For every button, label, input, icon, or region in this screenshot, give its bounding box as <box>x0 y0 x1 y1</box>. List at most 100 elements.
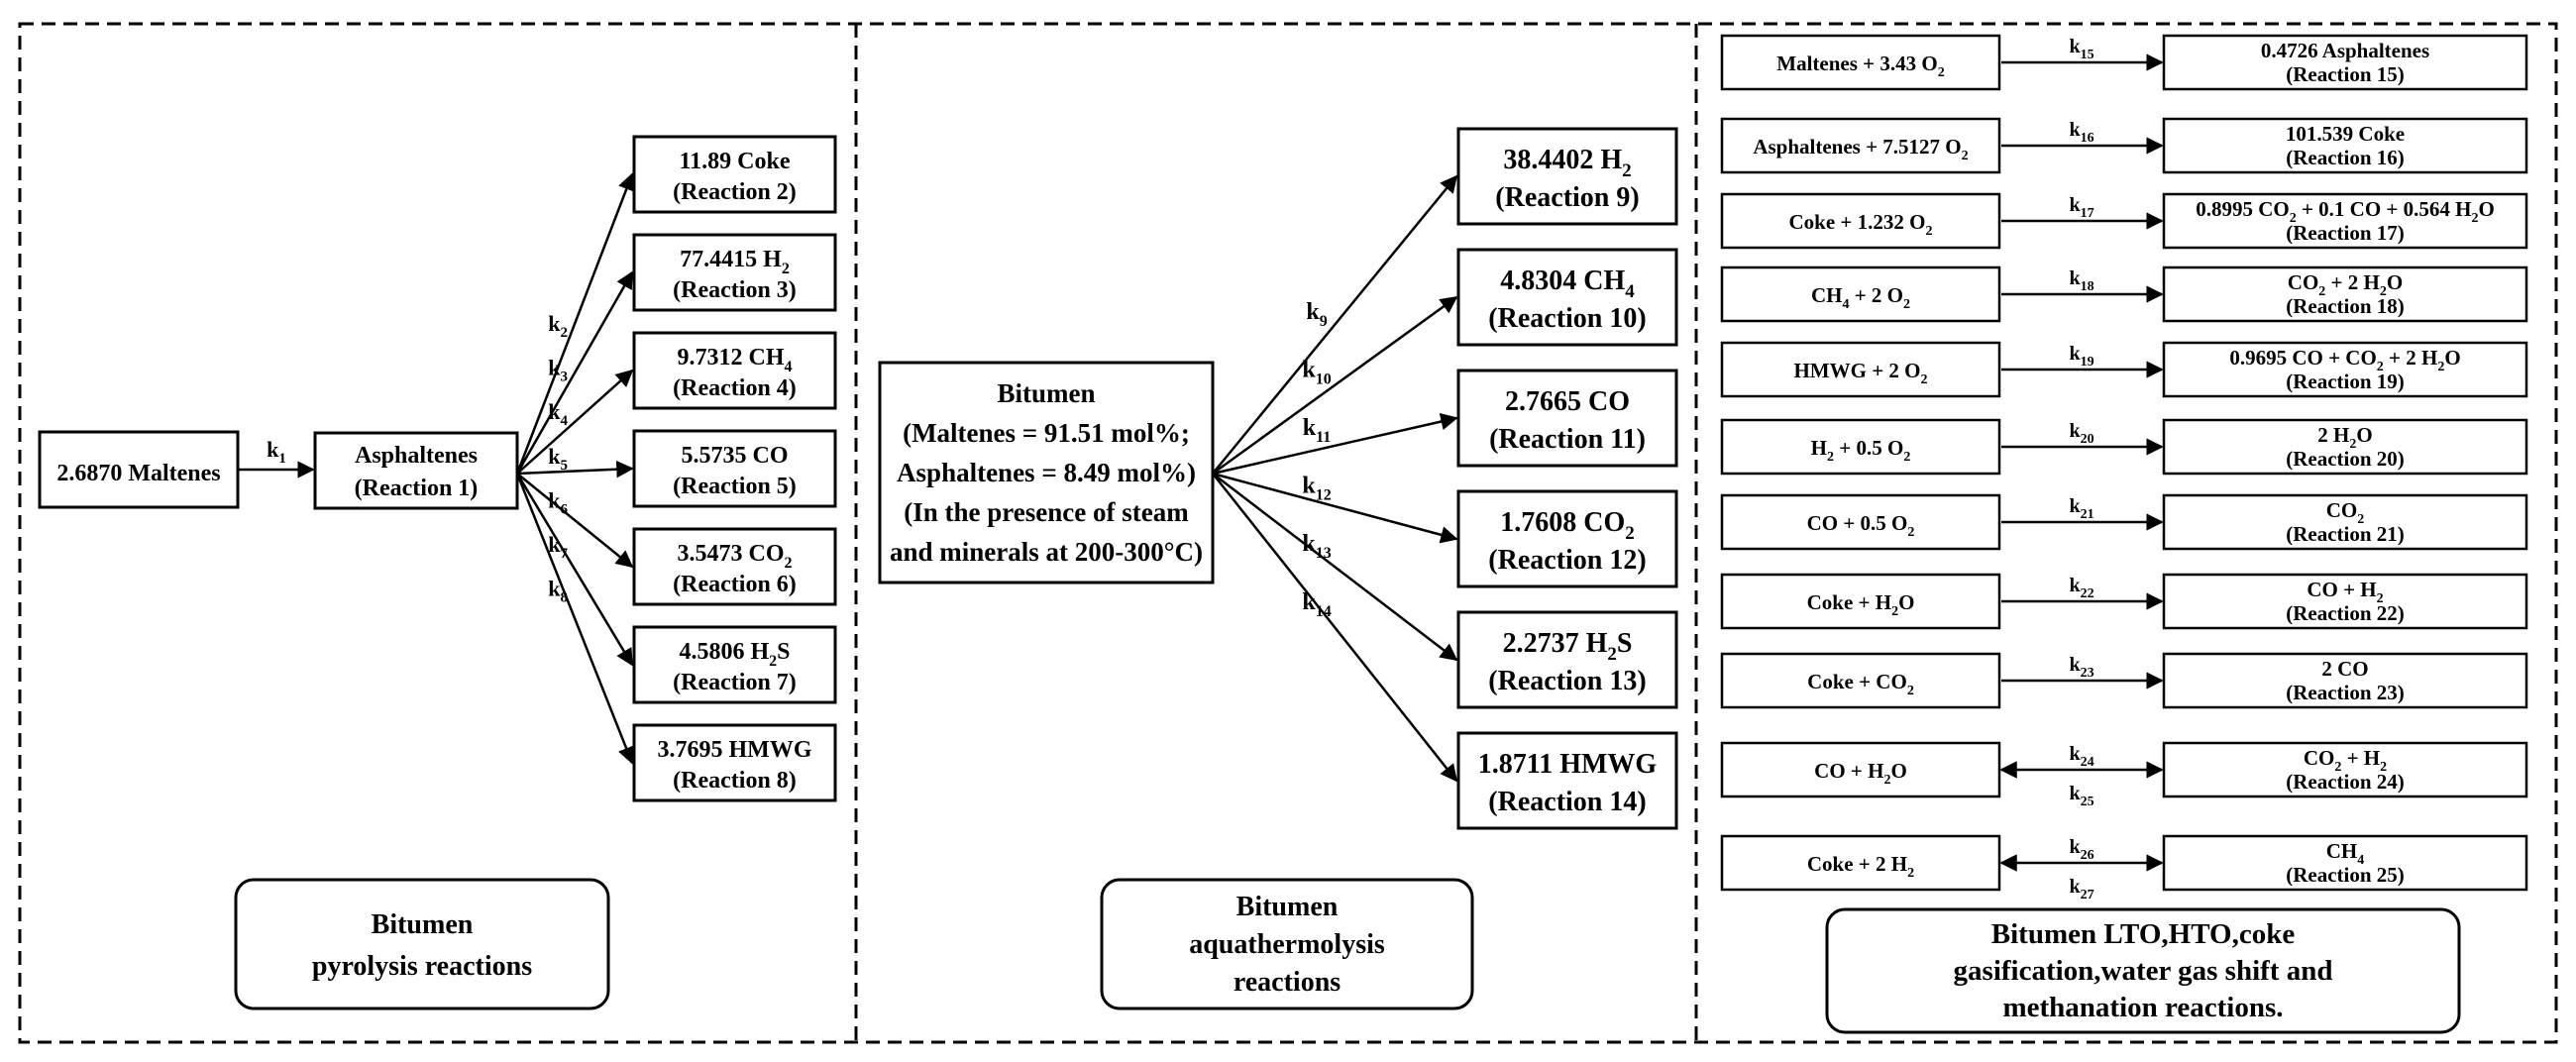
pyrolysis-product-formula-3: 77.4415 H2 <box>680 247 790 277</box>
pyrolysis-product-formula-2: 11.89 Coke <box>679 149 790 174</box>
oxidation-reactant-box-18 <box>1720 266 2001 323</box>
rate-constant-k13: k13 <box>1302 531 1331 562</box>
pyrolysis-product-formula-7: 4.5806 H2S <box>679 639 790 670</box>
arrow-asphaltenes-to-product-5 <box>516 460 634 478</box>
aquathermolysis-product-formula-12: 1.7608 CO2 <box>1500 507 1635 544</box>
oxidation-product-box-17 <box>2162 192 2528 250</box>
aquathermolysis-reaction-label-13: (Reaction 13) <box>1488 666 1646 696</box>
aquathermolysis-reaction-label-11: (Reaction 11) <box>1489 424 1646 455</box>
pyrolysis-reaction-label-7: (Reaction 7) <box>673 670 797 695</box>
oxidation-reactant-box-15 <box>1720 34 2001 91</box>
aquathermolysis-product-formula-14: 1.8711 HMWG <box>1478 749 1658 780</box>
rate-constant-k3: k3 <box>548 356 568 385</box>
oxidation-product-box-16 <box>2162 117 2528 174</box>
bitumen-reactant-line-5: and minerals at 200-300°C) <box>890 537 1203 567</box>
oxidation-reactant-box-16 <box>1720 117 2001 174</box>
arrow-asphaltenes-to-product-4 <box>516 369 634 475</box>
pyrolysis-product-formula-4: 9.7312 CH4 <box>678 345 793 375</box>
oxidation-product-label-23: 2 CO <box>2321 657 2368 681</box>
rate-constant-k14: k14 <box>1302 589 1331 620</box>
oxidation-caption-box <box>1825 907 2461 1034</box>
oxidation-reaction-label-19: (Reaction 19) <box>2286 370 2405 393</box>
arrow-bitumen-to-product-10 <box>1212 295 1458 476</box>
arrow-bitumen-to-product-14 <box>1212 473 1458 783</box>
aquathermolysis-caption-line-1: Bitumen <box>1236 892 1339 922</box>
pyrolysis-reaction-label-5: (Reaction 5) <box>673 474 797 499</box>
oxidation-reactant-label-24: CO + H2O <box>1814 759 1907 788</box>
pyrolysis-product-box-3 <box>632 233 837 312</box>
oxidation-reaction-label-22: (Reaction 22) <box>2286 601 2405 625</box>
oxidation-product-box-22 <box>2162 573 2528 630</box>
pyrolysis-product-box-4 <box>632 331 837 410</box>
aquathermolysis-reaction-label-12: (Reaction 12) <box>1488 545 1646 576</box>
oxidation-product-label-25: CH4 <box>2326 839 2365 868</box>
oxidation-product-box-15 <box>2162 34 2528 91</box>
oxidation-product-box-19 <box>2162 341 2528 398</box>
aquathermolysis-product-box-12 <box>1456 489 1678 588</box>
rate-constant-k25: k25 <box>2069 783 2093 809</box>
oxidation-reactant-label-21: CO + 0.5 O2 <box>1807 511 1915 540</box>
rate-constant-k10: k10 <box>1302 358 1331 388</box>
rate-constant-k15: k15 <box>2069 36 2093 62</box>
oxidation-reactant-box-20 <box>1720 418 2001 476</box>
oxidation-reactant-label-22: Coke + H2O <box>1807 590 1915 619</box>
rate-constant-k16: k16 <box>2069 119 2093 146</box>
aquathermolysis-caption-line-2: aquathermolysis <box>1189 929 1385 960</box>
rate-constant-k27: k27 <box>2069 876 2093 903</box>
arrow-bitumen-to-product-13 <box>1212 473 1458 662</box>
oxidation-reaction-label-25: (Reaction 25) <box>2286 863 2405 887</box>
rate-constant-k1: k1 <box>267 437 286 467</box>
oxidation-reactant-box-19 <box>1720 341 2001 398</box>
oxidation-reactant-label-19: HMWG + 2 O2 <box>1793 359 1927 387</box>
arrow-bitumen-to-product-9 <box>1212 174 1458 475</box>
pyrolysis-reaction-label-2: (Reaction 2) <box>673 179 797 205</box>
pyrolysis-product-formula-5: 5.5735 CO <box>682 443 789 469</box>
rate-constant-k2: k2 <box>548 311 568 341</box>
oxidation-caption-line-1: Bitumen LTO,HTO,coke <box>1991 918 2296 950</box>
rate-constant-k7: k7 <box>548 532 568 562</box>
oxidation-product-label-21: CO2 <box>2326 498 2365 527</box>
oxidation-product-label-20: 2 H2O <box>2317 423 2372 452</box>
aquathermolysis-caption-box <box>1100 878 1474 1010</box>
rate-constant-k23: k23 <box>2069 654 2093 681</box>
rate-constant-k20: k20 <box>2069 420 2093 447</box>
rate-constant-k12: k12 <box>1302 474 1331 504</box>
oxidation-reaction-label-23: (Reaction 23) <box>2286 681 2405 704</box>
bitumen-reactant-line-2: (Maltenes = 91.51 mol%; <box>903 418 1190 448</box>
outer-dashed-frame <box>18 22 2558 1044</box>
aquathermolysis-reaction-label-9: (Reaction 9) <box>1495 182 1639 213</box>
oxidation-reaction-label-20: (Reaction 20) <box>2286 447 2405 471</box>
aquathermolysis-product-formula-9: 38.4402 H2 <box>1503 145 1631 181</box>
bitumen-reactant-line-3: Asphaltenes = 8.49 mol%) <box>897 458 1196 487</box>
rate-constant-k22: k22 <box>2069 575 2093 601</box>
bitumen-reactant-box <box>878 361 1215 584</box>
arrow-asphaltenes-to-product-7 <box>515 473 634 667</box>
oxidation-product-box-20 <box>2162 418 2528 476</box>
oxidation-reactant-label-25: Coke + 2 H2 <box>1807 852 1914 881</box>
rate-constant-k4: k4 <box>548 399 568 429</box>
arrow-bitumen-to-product-12 <box>1212 472 1458 544</box>
aquathermolysis-product-formula-11: 2.7665 CO <box>1505 386 1630 417</box>
oxidation-reactant-label-17: Coke + 1.232 O2 <box>1789 210 1933 239</box>
rate-constant-k6: k6 <box>548 487 568 517</box>
rate-constant-k8: k8 <box>548 576 568 605</box>
oxidation-reactant-label-20: H2 + 0.5 O2 <box>1811 436 1911 465</box>
oxidation-reactant-box-21 <box>1720 493 2001 551</box>
rate-constant-k19: k19 <box>2069 343 2093 370</box>
bitumen-reactant-line-1: Bitumen <box>997 378 1095 408</box>
aquathermolysis-product-formula-13: 2.2737 H2S <box>1503 628 1633 665</box>
oxidation-reactant-label-15: Maltenes + 3.43 O2 <box>1776 52 1944 80</box>
arrow-asphaltenes-to-product-3 <box>515 270 634 475</box>
oxidation-panel: Maltenes + 3.43 O2 0.4726 Asphaltenes (Rea… <box>1720 34 2528 1034</box>
rate-constant-k9: k9 <box>1306 299 1327 330</box>
oxidation-reactant-label-16: Asphaltenes + 7.5127 O2 <box>1753 135 1968 163</box>
oxidation-product-label-15: 0.4726 Asphaltenes <box>2261 39 2429 62</box>
aquathermolysis-product-box-9 <box>1456 127 1678 226</box>
aquathermolysis-product-box-14 <box>1456 731 1678 830</box>
oxidation-caption-line-3: methanation reactions. <box>2002 992 2283 1023</box>
asphaltenes-label: Asphaltenes <box>355 443 478 469</box>
oxidation-product-label-19: 0.9695 CO + CO2 + 2 H2O <box>2229 346 2460 374</box>
arrow-asphaltenes-to-product-8 <box>515 473 635 765</box>
